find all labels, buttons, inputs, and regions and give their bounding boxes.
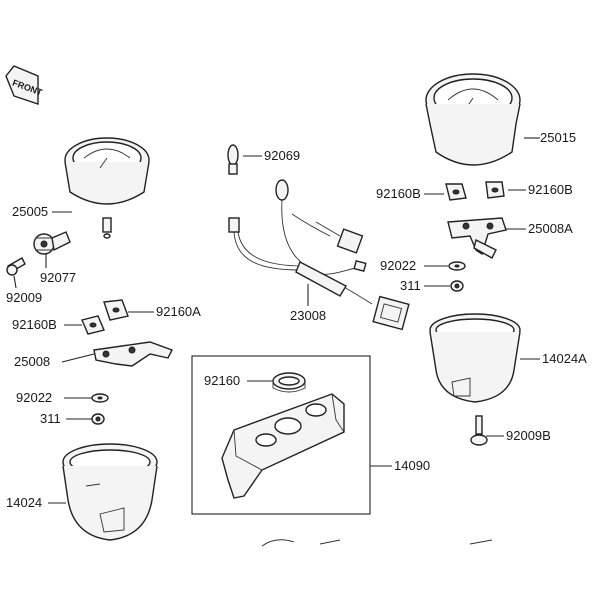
bolt-92009B bbox=[470, 415, 488, 446]
group-box-14090 bbox=[191, 355, 371, 515]
label-92160: 92160 bbox=[204, 373, 240, 388]
bracket-92160B-right bbox=[485, 181, 505, 199]
label-92009: 92009 bbox=[6, 290, 42, 305]
tachometer-right bbox=[425, 73, 521, 166]
front-arrow-icon: FRONT bbox=[5, 65, 44, 105]
label-25005: 25005 bbox=[12, 204, 48, 219]
nut-311-right bbox=[450, 280, 464, 292]
cover-14024 bbox=[62, 443, 158, 541]
label-25008A: 25008A bbox=[528, 221, 573, 236]
speedometer-left bbox=[64, 137, 150, 239]
wiring-harness-23008 bbox=[228, 179, 410, 331]
label-92160B-left: 92160B bbox=[376, 186, 421, 201]
label-23008: 23008 bbox=[290, 308, 326, 323]
label-311-left: 311 bbox=[40, 411, 61, 426]
label-92022-right: 92022 bbox=[380, 258, 416, 273]
screw-92009 bbox=[6, 257, 26, 276]
label-14090: 14090 bbox=[394, 458, 430, 473]
label-92009B: 92009B bbox=[506, 428, 551, 443]
label-92160A: 92160A bbox=[156, 304, 201, 319]
label-14024: 14024 bbox=[6, 495, 42, 510]
bracket-25008 bbox=[93, 341, 173, 367]
label-25008: 25008 bbox=[14, 354, 50, 369]
label-25015: 25015 bbox=[540, 130, 576, 145]
label-14024A: 14024A bbox=[542, 351, 587, 366]
label-92022-left: 92022 bbox=[16, 390, 52, 405]
bracket-92160B-left bbox=[445, 183, 467, 201]
partial-part-bottom bbox=[261, 539, 493, 547]
bracket-92160A bbox=[103, 299, 129, 321]
cover-14024A bbox=[429, 313, 521, 403]
nut-311-left bbox=[91, 413, 105, 425]
bulb-92069 bbox=[227, 144, 239, 175]
label-92160B-mid: 92160B bbox=[12, 317, 57, 332]
housing-14090 bbox=[221, 393, 345, 499]
washer-92022-left bbox=[91, 393, 109, 403]
grommet-92160 bbox=[272, 372, 306, 393]
gear-92077 bbox=[33, 231, 71, 255]
label-92077: 92077 bbox=[40, 270, 76, 285]
label-92160B-right: 92160B bbox=[528, 182, 573, 197]
bracket-92160B-mid bbox=[81, 315, 105, 335]
label-311-right: 311 bbox=[400, 278, 421, 293]
washer-92022-right bbox=[448, 261, 466, 271]
label-92069: 92069 bbox=[264, 148, 300, 163]
bracket-25008A bbox=[447, 217, 507, 259]
leader-lines bbox=[13, 137, 540, 504]
